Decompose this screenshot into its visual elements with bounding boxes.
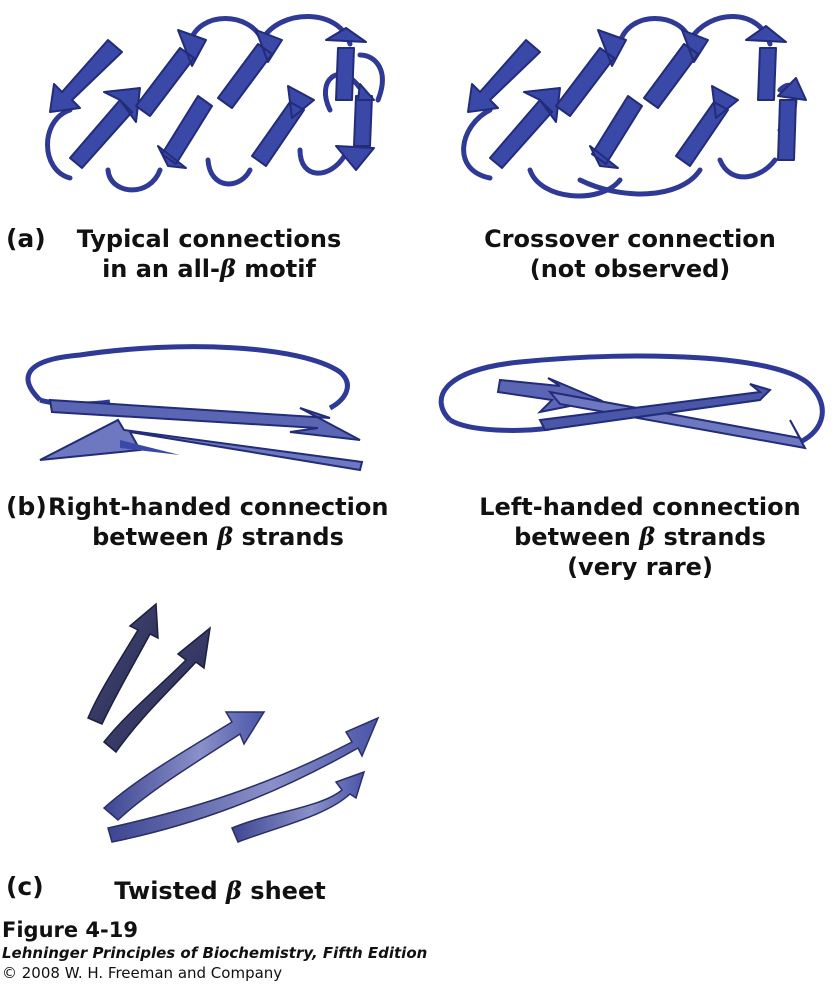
connection-loop	[322, 72, 363, 113]
beta-symbol: β	[217, 522, 234, 551]
caption-text: sheet	[241, 877, 326, 905]
caption-text: between	[514, 523, 640, 551]
beta-symbol: β	[639, 522, 656, 551]
beta-strand-arrow	[777, 77, 807, 161]
beta-strand-arrow	[157, 95, 213, 169]
connection-loop	[461, 107, 493, 181]
panel-a-right-caption-line2: (not observed)	[529, 255, 731, 283]
beta-strand-arrow	[48, 398, 361, 441]
beta-strand-arrow	[745, 25, 787, 101]
beta-strand-arrow	[555, 29, 627, 117]
sheet-strand-arrow	[102, 626, 212, 754]
beta-strand-arrow	[217, 29, 283, 109]
panel-a-left-caption-line1: Typical connections	[76, 225, 342, 253]
book-title: Lehninger Principles of Biochemistry, Fi…	[2, 944, 428, 962]
panel-a-typical-connections-diagram	[45, 14, 385, 193]
panel-b-right-caption-line1: Left-handed connection	[479, 493, 801, 521]
beta-strand-arrow	[538, 383, 772, 432]
panel-b-left-caption-line1: Right-handed connection	[48, 493, 389, 521]
panel-c-label: (c)	[6, 872, 44, 901]
panel-b-left-handed-diagram	[438, 353, 825, 450]
beta-strand-arrow	[489, 87, 561, 169]
panel-b-right-handed-diagram	[25, 344, 364, 472]
connection-loop	[438, 353, 825, 445]
beta-symbol: β	[219, 254, 236, 283]
connection-loop	[45, 107, 73, 181]
panel-b-label: (b)	[6, 492, 47, 521]
sheet-strand-arrow	[231, 770, 366, 843]
caption-text: in an all-	[102, 255, 220, 283]
panel-a-right-caption-line1: Crossover connection	[484, 225, 776, 253]
connection-loop	[577, 167, 703, 197]
caption-text: strands	[655, 523, 766, 551]
beta-symbol: β	[226, 876, 242, 905]
beta-strand-arrow	[589, 95, 643, 169]
panel-a-label: (a)	[6, 224, 46, 253]
caption-text: motif	[235, 255, 316, 283]
beta-strand-arrow	[643, 29, 709, 109]
connection-loop	[527, 167, 623, 199]
caption-text: strands	[233, 523, 344, 551]
beta-strand-arrow	[547, 390, 807, 450]
beta-strand-arrow	[251, 85, 315, 167]
sheet-strand-arrow	[107, 716, 380, 843]
beta-strand-arrow	[357, 83, 375, 101]
beta-strand-arrow	[69, 87, 141, 169]
connection-loop	[448, 417, 551, 433]
beta-strand-arrow	[49, 39, 123, 113]
panel-a-left-caption-line2: in an all-β motif	[40, 254, 378, 284]
caption-text: between	[92, 523, 218, 551]
connection-loop	[105, 167, 163, 193]
panel-c-caption: Twisted β sheet	[110, 876, 330, 906]
connection-loop	[357, 52, 385, 103]
beta-strand-arrow	[467, 39, 541, 113]
sheet-strand-arrow	[102, 711, 266, 822]
connection-loop	[205, 157, 253, 187]
connection-loop	[617, 16, 693, 45]
beta-strand-arrow	[675, 85, 739, 167]
copyright-notice: © 2008 W. H. Freeman and Company	[2, 964, 283, 982]
connection-loop	[25, 344, 350, 411]
connection-loop	[717, 157, 778, 180]
beta-strand-arrow	[39, 418, 364, 472]
panel-b-left-caption-line2: between β strands	[48, 522, 388, 552]
sheet-strand-arrow	[87, 602, 159, 725]
figure-number: Figure 4-19	[2, 918, 138, 942]
connection-loop	[297, 147, 348, 176]
beta-strand-arrow	[325, 27, 367, 101]
beta-strand-arrow	[135, 29, 207, 117]
caption-text: Twisted	[114, 877, 226, 905]
beta-strand-arrow	[120, 440, 180, 455]
panel-c-twisted-sheet-diagram	[87, 602, 380, 843]
panel-b-right-caption-line2: between β strands	[470, 522, 810, 552]
panel-b-right-caption-line3: (very rare)	[567, 553, 713, 581]
panel-a-crossover-connection-diagram	[461, 14, 807, 199]
